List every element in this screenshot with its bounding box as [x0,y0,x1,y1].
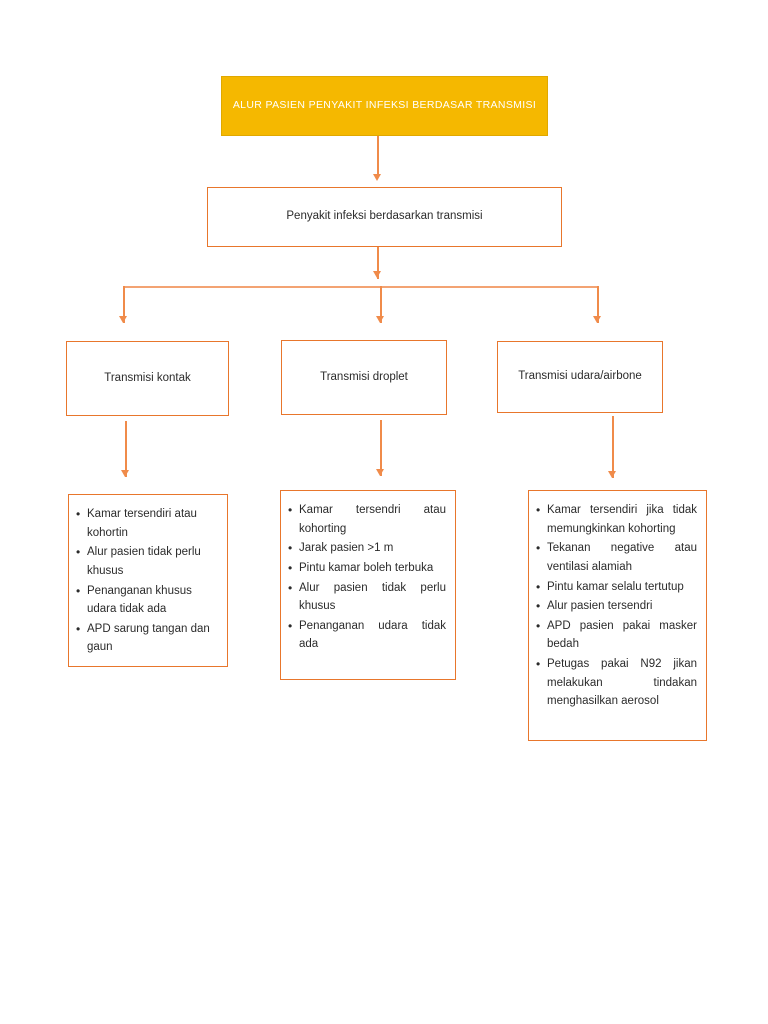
branch-distribution-bar [123,286,598,288]
branch-header-kontak-label: Transmisi kontak [104,371,191,384]
connector-kontak-to-list-arrowhead [121,470,129,477]
connector-droplet-to-list-arrowhead [376,469,384,476]
root-box-label: Penyakit infeksi berdasarkan transmisi [286,210,483,223]
connector-root-to-bar-arrowhead [373,271,381,278]
list-item: Jarak pasien >1 m [287,539,446,558]
branch-header-kontak: Transmisi kontak [66,341,229,416]
list-item: Alur pasien tersendri [535,597,697,616]
detail-list-udara-items: Kamar tersendiri jika tidak memungkinkan… [535,501,697,711]
connector-droplet-to-list-line [380,420,382,476]
flowchart-title-label: ALUR PASIEN PENYAKIT INFEKSI BERDASAR TR… [232,99,537,112]
list-item: APD pasien pakai masker bedah [535,617,697,654]
connector-title-to-root-line [377,136,379,176]
branch-header-udara-label: Transmisi udara/airbone [518,370,642,383]
branch-header-droplet-label: Transmisi droplet [320,370,408,383]
connector-root-to-bar-line [377,247,379,279]
list-item: Penanganan khusus udara tidak ada [75,582,218,619]
detail-list-udara: Kamar tersendiri jika tidak memungkinkan… [528,490,707,741]
list-item: Alur pasien tidak perlu khusus [287,579,446,616]
root-box: Penyakit infeksi berdasarkan transmisi [207,187,562,247]
list-item: Kamar tersendiri jika tidak memungkinkan… [535,501,697,538]
connector-bar-to-kontak-arrowhead [119,316,127,323]
list-item: Pintu kamar selalu tertutup [535,578,697,597]
list-item: APD sarung tangan dan gaun [75,620,218,657]
connector-udara-to-list-line [612,416,614,478]
connector-udara-to-list-arrowhead [608,471,616,478]
connector-bar-to-udara-line [597,286,599,323]
list-item: Tekanan negative atau ventilasi alamiah [535,539,697,576]
connector-bar-to-droplet-arrowhead [376,316,384,323]
detail-list-kontak-items: Kamar tersendiri atau kohortin Alur pasi… [75,505,218,657]
detail-list-droplet: Kamar tersendri atau kohorting Jarak pas… [280,490,456,680]
connector-kontak-to-list-line [125,421,127,477]
branch-header-udara: Transmisi udara/airbone [497,341,663,413]
list-item: Kamar tersendri atau kohorting [287,501,446,538]
list-item: Petugas pakai N92 jikan melakukan tindak… [535,655,697,711]
detail-list-droplet-items: Kamar tersendri atau kohorting Jarak pas… [287,501,446,654]
connector-bar-to-udara-arrowhead [593,316,601,323]
connector-bar-to-kontak-line [123,286,125,323]
detail-list-kontak: Kamar tersendiri atau kohortin Alur pasi… [68,494,228,667]
flowchart-title-box: ALUR PASIEN PENYAKIT INFEKSI BERDASAR TR… [221,76,548,136]
list-item: Pintu kamar boleh terbuka [287,559,446,578]
list-item: Alur pasien tidak perlu khusus [75,543,218,580]
list-item: Penanganan udara tidak ada [287,617,446,654]
connector-title-to-root-arrowhead [373,174,381,181]
branch-header-droplet: Transmisi droplet [281,340,447,415]
list-item: Kamar tersendiri atau kohortin [75,505,218,542]
connector-bar-to-droplet-line [380,286,382,323]
